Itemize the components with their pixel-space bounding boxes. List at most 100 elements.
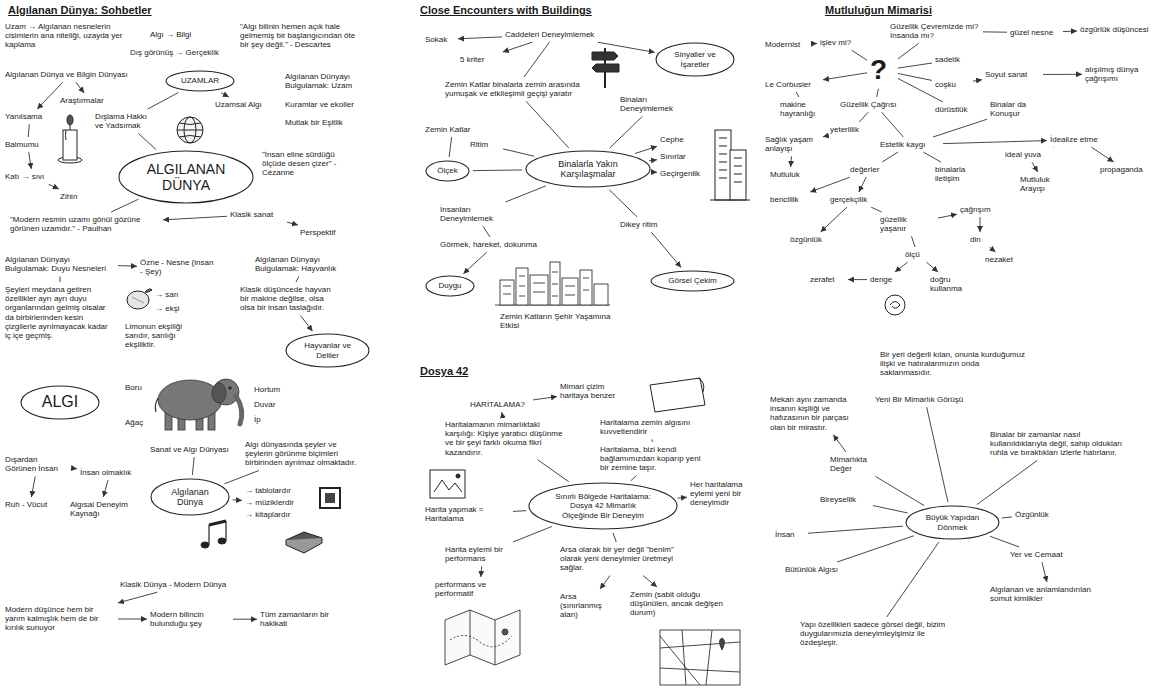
text-holder: Balmumu <box>5 140 50 149</box>
connector-line <box>877 89 879 97</box>
text-holder: Özne - Nesne (insan - Şey) <box>140 258 215 276</box>
text-holder: Algı dünyasında şeyler ve şeylerin görün… <box>245 440 360 468</box>
mind-map-note: güzellik yaşanır <box>880 215 935 233</box>
music-notes-icon <box>201 542 209 548</box>
node-text: Büyük Yapıdan Dönmek <box>922 513 984 531</box>
connector-line <box>76 82 84 93</box>
connector-line <box>898 43 919 58</box>
node-text: Arsa olarak bir yer değil "benim" olarak… <box>560 545 685 573</box>
connector-line <box>989 247 995 252</box>
connector-line <box>926 262 938 272</box>
text-holder: Yeni Bir Mimarlık Görüşü <box>875 395 975 404</box>
panel-heading: Mutluluğun Mimarisi <box>825 4 932 17</box>
text-holder: Cephe <box>660 135 695 144</box>
text-holder: Algısal Deneyim Kaynağı <box>70 500 130 518</box>
node-text: Klasik düşüncede hayvan bir makine değil… <box>240 285 335 313</box>
text-holder: Özgünlük <box>1015 510 1060 519</box>
text-holder: Haritalama zemin algısını kuvvetlendirir <box>600 418 700 436</box>
globe-icon <box>177 117 203 143</box>
connector-line <box>653 172 657 173</box>
connector-line <box>887 542 939 617</box>
connector-line <box>810 177 850 192</box>
panel-heading: Dosya 42 <box>420 365 468 378</box>
mind-map-note: Soyut sanat <box>985 70 1040 79</box>
connector-line <box>287 222 298 225</box>
candle-illustration <box>67 115 73 125</box>
text-holder: Her haritalama eylemi yeni bir deneyimdi… <box>690 480 750 508</box>
text-holder: Harita yapmak = Haritalama <box>425 505 510 523</box>
mind-map-note: Binalar bir zamanlar nasıl kullanıldıkla… <box>990 430 1130 458</box>
connector-line <box>31 476 35 497</box>
text-holder: Sanat ve Algı Dünyası <box>150 445 240 454</box>
globe-icon <box>179 123 201 125</box>
mind-map-note: Algısal Deneyim Kaynağı <box>70 500 130 518</box>
node-text: Mimarlıkta Değer <box>830 455 880 473</box>
node-text: Dış görünüş → Gerçeklik <box>130 48 230 57</box>
connector-line <box>813 43 817 44</box>
mind-map-note: Yapı özellikleri sadece görsel değil, bi… <box>800 620 950 648</box>
oval-outline <box>906 506 999 539</box>
connector-line <box>233 499 242 501</box>
text-holder: Klasik sanat <box>230 210 285 219</box>
text-holder: Algılanan Dünya <box>164 487 216 508</box>
node-text: Şeyleri meydana getiren özellikler ayrı … <box>5 285 115 340</box>
mind-map-note: Harita yapmak = Haritalama <box>425 505 510 523</box>
text-holder: Bir yeri değerli kılan, onunla kurduğumu… <box>880 350 1030 378</box>
mind-map-note: Her haritalama eylemi yeni bir deneyimdi… <box>690 480 750 508</box>
connector-line <box>503 149 534 156</box>
mind-map-note: Sanat ve Algı Dünyası <box>150 445 240 454</box>
map-icon <box>430 470 465 498</box>
text-holder: Yapı özellikleri sadece görsel değil, bi… <box>800 620 950 648</box>
mind-map-note: işlev mi? <box>820 38 860 47</box>
node-text: Yer ve Cemaat <box>1010 550 1070 559</box>
connector-line <box>1091 147 1113 162</box>
lemon-illustration <box>127 289 152 309</box>
node-text: Caddeleri Deneyimlemek <box>505 30 605 39</box>
connector-line <box>808 526 903 533</box>
node-text: Arsa (sınırlanmış alan) <box>560 592 615 620</box>
topic-oval: ALGI <box>20 385 100 420</box>
text-holder: Modernist <box>765 40 810 49</box>
node-text: Hayvanlar ve Deliler <box>300 341 355 359</box>
mind-map-note: Klasik düşüncede hayvan bir makine değil… <box>240 285 335 313</box>
node-text: Zemin Katlar binalarla zemin arasında yu… <box>445 80 585 98</box>
elephant-illustration <box>229 387 232 390</box>
text-holder: Yanılsama <box>5 112 55 121</box>
folded-map-illustration <box>445 610 520 665</box>
mind-map-note: HARİTALAMA? <box>470 400 530 409</box>
mind-map-note: Algı dünyasında şeyler ve şeylerin görün… <box>245 440 360 468</box>
node-text: Klasik Dünya - Modern Dünya <box>120 580 250 589</box>
text-holder: Katı → sıvı <box>5 172 60 181</box>
connector-line <box>651 232 681 267</box>
connector-line <box>118 618 147 619</box>
text-holder: performans ve performatif <box>435 580 525 598</box>
mind-map-note: Arsa (sınırlanmış alan) <box>560 592 615 620</box>
mind-map-note: Özgünlük <box>1015 510 1060 519</box>
book-icon <box>286 538 322 553</box>
connector-line <box>73 468 77 469</box>
node-text: Ruh - Vücut <box>5 500 55 509</box>
mind-map-note: doğru kullanma <box>930 275 975 293</box>
connector-line <box>790 156 792 167</box>
figure-label: İp <box>254 415 261 424</box>
topic-oval: Duygu <box>425 275 475 297</box>
mind-map-note: sadelik <box>935 55 975 64</box>
mind-map-note: Balmumu <box>5 140 50 149</box>
mind-map-note: Uzam → Algılanan nesnelerin cisimlerin a… <box>5 22 125 50</box>
node-text: Mutlak bir Eşitlik <box>285 118 365 127</box>
text-holder: İnsan olmaklık <box>80 468 140 477</box>
topic-oval: Binalarla Yakın Karşılaşmalar <box>525 150 651 188</box>
signpost-icon <box>592 48 619 88</box>
node-text: İdealize etme <box>1050 135 1110 144</box>
folded-map-illustration <box>450 635 512 646</box>
node-text: Geçirgenlik <box>660 169 710 178</box>
text-holder: Sağlık yaşam anlayışı <box>765 135 820 153</box>
mind-map-note: Görmek, hareket, dokunma <box>440 240 550 249</box>
text-holder: özgürlük düşüncesi <box>1080 25 1150 34</box>
node-text: çağrışım <box>960 205 1000 214</box>
text-holder: Şeyleri meydana getiren özellikler ayrı … <box>5 285 115 340</box>
node-text: Modern bilincin bulunduğu şey <box>150 610 230 628</box>
mind-map-note: Katı → sıvı <box>5 172 60 181</box>
node-text: Binalar da Konuşur <box>990 100 1045 118</box>
node-text: Algılanan ve anlamlandırılan somut kimli… <box>990 585 1110 603</box>
